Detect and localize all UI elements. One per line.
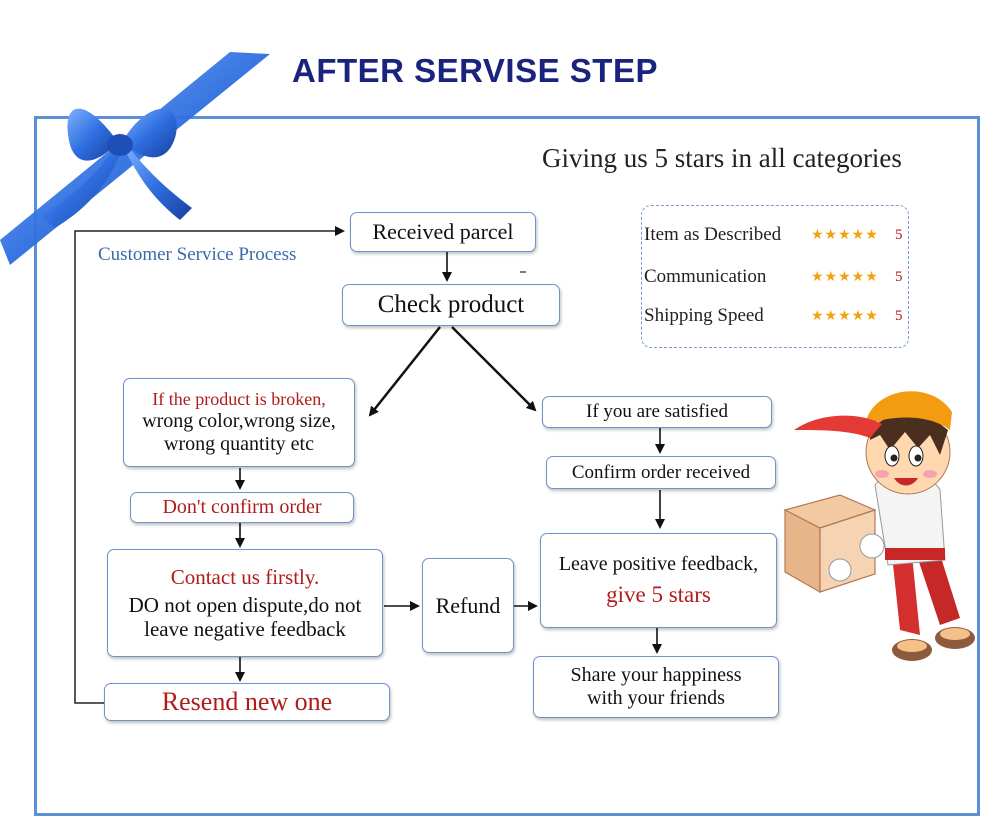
rating-label: Shipping Speed — [644, 305, 764, 326]
contact-line-1: Contact us firstly. — [170, 564, 320, 589]
process-label: Customer Service Process — [98, 244, 297, 265]
feedback-line-1: Leave positive feedback, — [558, 552, 759, 575]
feedback-line-2: give 5 stars — [606, 581, 711, 607]
delivery-boy-illustration — [783, 391, 975, 661]
confirm-received-text: Confirm order received — [571, 461, 751, 483]
broken-line-3: wrong quantity etc — [164, 432, 314, 455]
positive-feedback-box: Leave positive feedback, give 5 stars — [540, 533, 777, 628]
contact-line-2: DO not open dispute,do not — [128, 592, 362, 617]
rating-label: Communication — [644, 266, 767, 287]
dont-confirm-text: Don't confirm order — [162, 496, 322, 518]
satisfied-text: If you are satisfied — [586, 401, 728, 423]
rating-row: Item as Described ★★★★★ 5 — [644, 221, 906, 249]
ribbon-bow-icon — [0, 52, 270, 265]
check-product-text: Check product — [377, 290, 525, 318]
rating-score: 5 — [895, 268, 903, 285]
loop-connector — [74, 226, 345, 704]
star-rating-icon: ★★★★★ — [811, 227, 879, 243]
resend-text: Resend new one — [161, 687, 333, 717]
share-box: Share your happiness with your friends — [533, 656, 779, 718]
star-rating-icon: ★★★★★ — [811, 308, 879, 324]
rating-score: 5 — [895, 307, 903, 324]
rating-score: 5 — [895, 226, 903, 243]
subtitle: Giving us 5 stars in all categories — [542, 143, 902, 173]
rating-label: Item as Described — [644, 224, 782, 245]
arrow-check-satisfied — [451, 326, 537, 412]
share-line-1: Share your happiness — [570, 664, 742, 686]
star-rating-icon: ★★★★★ — [811, 269, 879, 285]
satisfied-box: If you are satisfied — [542, 396, 772, 428]
dont-confirm-box: Don't confirm order — [130, 492, 354, 523]
rating-panel: Item as Described ★★★★★ 5 Communication … — [641, 205, 909, 348]
contact-line-3: leave negative feedback — [144, 617, 346, 642]
rating-row: Shipping Speed ★★★★★ 5 — [644, 302, 906, 330]
broken-product-box: If the product is broken, wrong color,wr… — [123, 378, 355, 467]
arrow-check-broken — [368, 326, 441, 417]
confirm-received-box: Confirm order received — [546, 456, 776, 489]
refund-text: Refund — [435, 592, 501, 618]
contact-box: Contact us firstly. DO not open dispute,… — [107, 549, 383, 657]
page-title: AFTER SERVISE STEP — [292, 52, 658, 89]
check-product-box: Check product — [342, 284, 560, 326]
resend-box: Resend new one — [104, 683, 390, 721]
refund-box: Refund — [422, 558, 514, 653]
broken-line-2: wrong color,wrong size, — [142, 409, 336, 432]
rating-row: Communication ★★★★★ 5 — [644, 263, 906, 291]
share-line-2: with your friends — [587, 687, 725, 709]
outer-frame — [34, 116, 980, 816]
received-parcel-text: Received parcel — [372, 219, 514, 245]
broken-line-1: If the product is broken, — [152, 389, 326, 410]
received-parcel-box: Received parcel — [350, 212, 536, 252]
